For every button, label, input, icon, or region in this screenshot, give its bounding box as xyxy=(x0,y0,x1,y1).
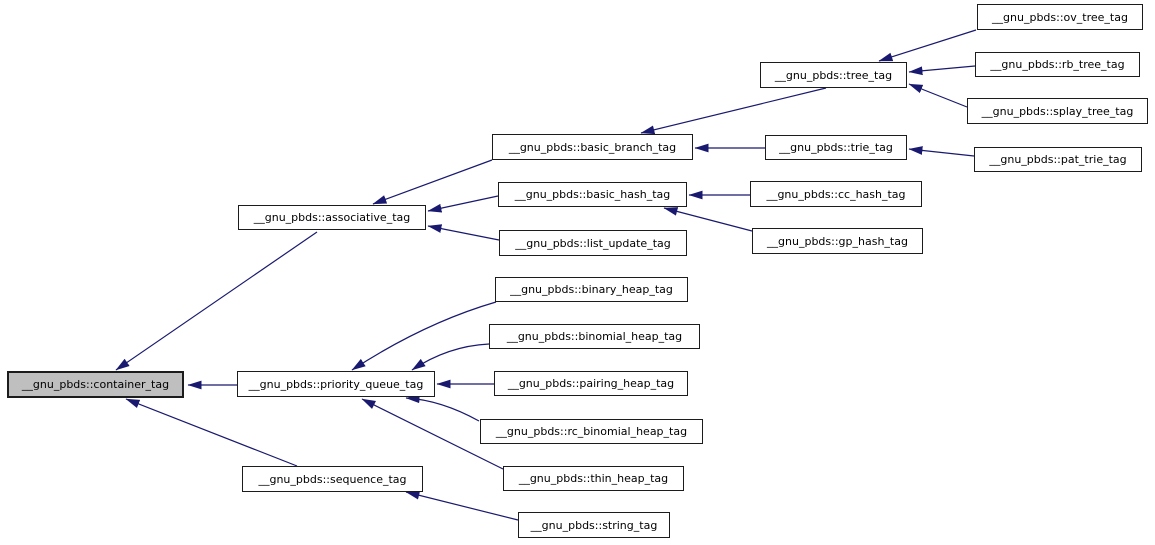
node-cc-hash-tag[interactable]: __gnu_pbds::cc_hash_tag xyxy=(750,181,922,207)
node-sequence-tag[interactable]: __gnu_pbds::sequence_tag xyxy=(242,466,423,492)
edge-ov-tree-tag-to-tree-tag xyxy=(878,29,977,62)
edge-gp-hash-tag-to-basic-hash-tag xyxy=(663,207,753,232)
edge-string-tag-to-sequence-tag xyxy=(405,491,519,521)
edge-sequence-tag-to-container-tag xyxy=(125,398,298,467)
edge-tree-tag-to-basic-branch-tag xyxy=(640,87,827,135)
node-associative-tag[interactable]: __gnu_pbds::associative_tag xyxy=(238,205,426,230)
node-container-tag: __gnu_pbds::container_tag xyxy=(7,371,184,398)
node-pairing-heap-tag[interactable]: __gnu_pbds::pairing_heap_tag xyxy=(494,371,688,396)
node-binary-heap-tag[interactable]: __gnu_pbds::binary_heap_tag xyxy=(495,277,688,302)
node-pat-trie-tag[interactable]: __gnu_pbds::pat_trie_tag xyxy=(974,147,1142,172)
edge-associative-tag-to-container-tag xyxy=(115,231,318,371)
node-string-tag[interactable]: __gnu_pbds::string_tag xyxy=(518,512,670,538)
edge-basic-hash-tag-to-associative-tag xyxy=(427,195,499,213)
node-ov-tree-tag[interactable]: __gnu_pbds::ov_tree_tag xyxy=(977,4,1143,30)
edge-binomial-heap-tag-to-priority-queue-tag xyxy=(411,343,490,371)
node-priority-queue-tag[interactable]: __gnu_pbds::priority_queue_tag xyxy=(237,371,435,397)
node-tree-tag[interactable]: __gnu_pbds::tree_tag xyxy=(760,62,907,88)
node-gp-hash-tag[interactable]: __gnu_pbds::gp_hash_tag xyxy=(752,228,923,254)
edge-thin-heap-tag-to-priority-queue-tag xyxy=(361,398,504,470)
node-splay-tree-tag[interactable]: __gnu_pbds::splay_tree_tag xyxy=(967,98,1148,124)
edge-splay-tree-tag-to-tree-tag xyxy=(908,83,968,108)
edge-binary-heap-tag-to-priority-queue-tag xyxy=(351,301,497,371)
node-thin-heap-tag[interactable]: __gnu_pbds::thin_heap_tag xyxy=(503,466,684,491)
node-rc-binomial-heap-tag[interactable]: __gnu_pbds::rc_binomial_heap_tag xyxy=(480,419,703,444)
node-rb-tree-tag[interactable]: __gnu_pbds::rb_tree_tag xyxy=(975,52,1140,77)
node-basic-branch-tag[interactable]: __gnu_pbds::basic_branch_tag xyxy=(492,134,693,160)
edge-rc-binomial-heap-tag-to-priority-queue-tag xyxy=(405,394,480,422)
node-list-update-tag[interactable]: __gnu_pbds::list_update_tag xyxy=(499,230,687,256)
edge-list-update-tag-to-associative-tag xyxy=(427,224,500,241)
edge-basic-branch-tag-to-associative-tag xyxy=(372,159,493,205)
edge-rb-tree-tag-to-tree-tag xyxy=(908,65,976,76)
edge-pat-trie-tag-to-trie-tag xyxy=(908,146,975,157)
node-binomial-heap-tag[interactable]: __gnu_pbds::binomial_heap_tag xyxy=(489,324,700,349)
node-basic-hash-tag[interactable]: __gnu_pbds::basic_hash_tag xyxy=(498,182,687,207)
node-trie-tag[interactable]: __gnu_pbds::trie_tag xyxy=(765,135,907,160)
